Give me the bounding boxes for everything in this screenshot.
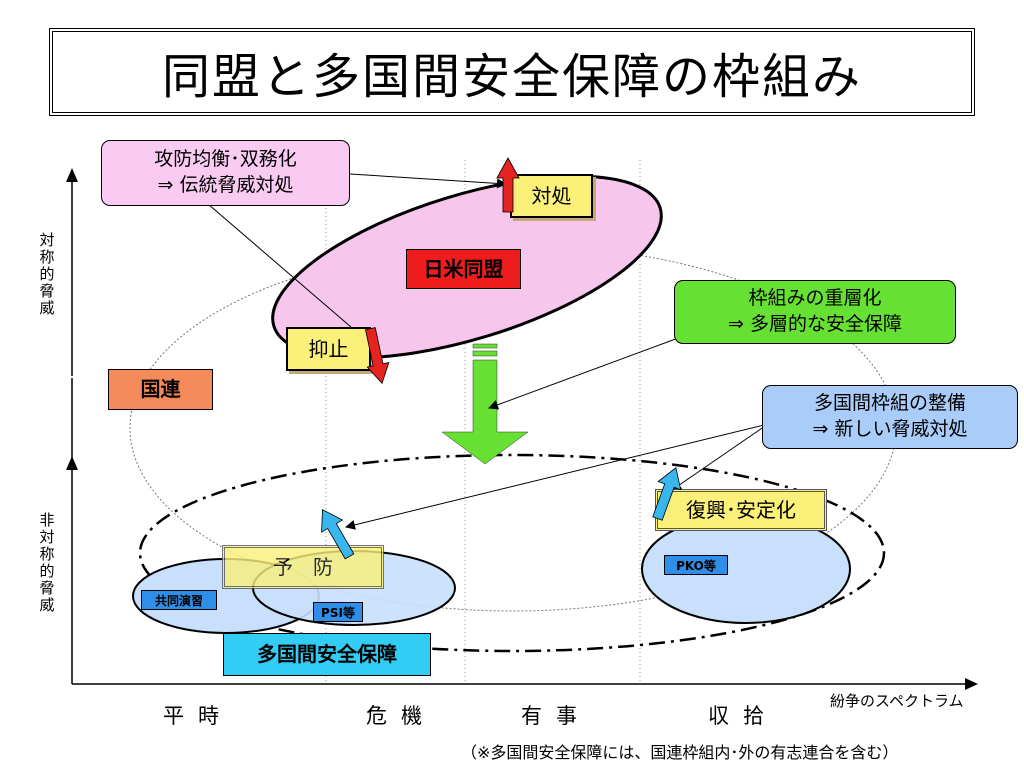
y-axis-label-asymmetric: 非対称的脅威 (37, 512, 56, 614)
callout-line (488, 336, 682, 410)
callout-line1: 攻防均衡･双務化 (154, 148, 297, 171)
prevention-box: 予 防 (222, 545, 384, 589)
footnote: （※多国間安全保障には、国連枠組内･外の有志連合を含む） (461, 743, 899, 762)
pko-tag: PKO等 (664, 555, 728, 575)
reconstruction-label: 復興･安定化 (686, 497, 796, 522)
phase-label-peacetime: 平時 (163, 704, 233, 728)
un-label: 国連 (108, 369, 213, 410)
offense-defense-callout: 攻防均衡･双務化 ⇒ 伝統脅威対処 (101, 140, 350, 206)
layering-down-arrow (441, 343, 529, 465)
joint-exercise-tag: 共同演習 (141, 590, 217, 610)
y-axis-arrowhead-mid (66, 456, 78, 470)
phase-label-crisis: 危機 (366, 704, 436, 728)
callout-line (345, 423, 769, 530)
multilateral-ellipse (138, 453, 886, 653)
red-down-arrow (365, 327, 390, 385)
phase-label-resolution: 収拾 (708, 704, 778, 728)
red-up-arrow (496, 157, 520, 213)
callout-line1: 多国間枠組の整備 (813, 392, 966, 415)
x-axis-title: 紛争のスペクトラム (830, 692, 964, 710)
callout-line (671, 423, 769, 491)
title-frame (49, 28, 975, 116)
page-title: 同盟と多国間安全保障の枠組み (161, 49, 862, 105)
callout-line2: ⇒ 多層的な安全保障 (728, 313, 902, 335)
callout-line1: 枠組みの重層化 (748, 287, 882, 310)
prevention-label: 予 防 (273, 554, 333, 579)
response-box: 対処 (510, 174, 593, 218)
alliance-label: 日米同盟 (406, 249, 521, 289)
cyan-up-arrow (652, 467, 682, 521)
callout-line2: ⇒ 新しい脅威対処 (812, 418, 968, 440)
y-axis-arrowhead-top (66, 168, 78, 182)
callout-line (349, 173, 507, 189)
x-axis-arrowhead (965, 678, 978, 690)
response-label: 対処 (531, 183, 572, 208)
layering-callout: 枠組みの重層化 ⇒ 多層的な安全保障 (674, 280, 956, 344)
y-axis-label-symmetric: 対称的脅威 (37, 232, 56, 317)
phase-label-contingency: 有事 (521, 704, 591, 728)
cyan-up-arrow (321, 508, 355, 560)
deterrence-label: 抑止 (308, 336, 349, 361)
multilateral-security-label: 多国間安全保障 (223, 633, 431, 676)
psi-tag: PSI等 (313, 602, 363, 622)
callout-line2: ⇒ 伝統脅威対処 (157, 174, 294, 196)
multilateral-framework-callout: 多国間枠組の整備 ⇒ 新しい脅威対処 (762, 385, 1018, 449)
